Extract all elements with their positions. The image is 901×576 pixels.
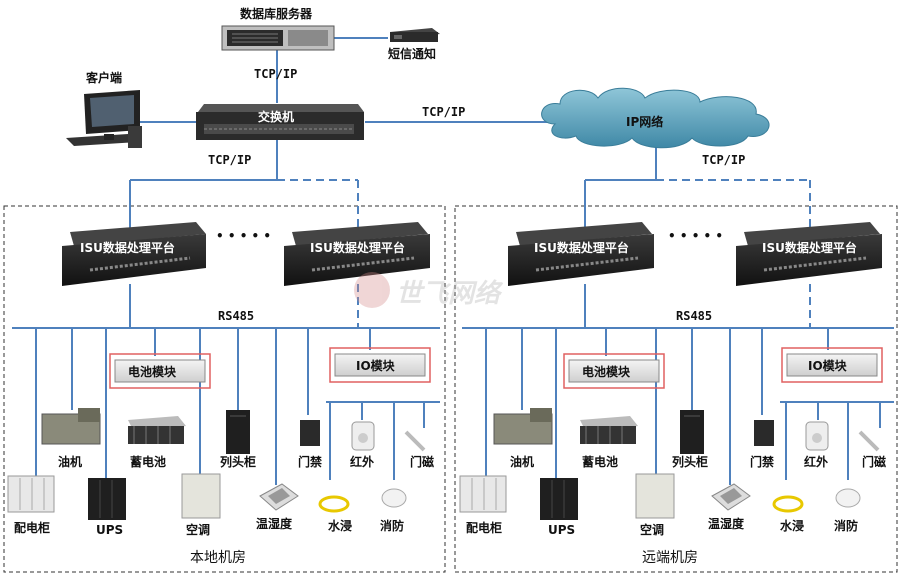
rs485-label-local: RS485 xyxy=(218,309,254,323)
battery-module-icon-remote xyxy=(568,359,660,383)
svg-text:世飞网络: 世飞网络 xyxy=(396,279,504,309)
access-control-icon-local xyxy=(300,420,320,446)
remote-room-frame xyxy=(454,205,898,573)
ellipsis-local: • • • • • xyxy=(216,229,271,243)
distribution-cabinet-icon-remote xyxy=(459,475,507,513)
temp-humidity-icon-local xyxy=(259,483,299,511)
water-label-local: 水浸 xyxy=(328,518,352,533)
door-sensor-label-local: 门磁 xyxy=(410,454,434,469)
storage-battery-label-remote: 蓄电池 xyxy=(582,454,618,469)
temp-humidity-icon-remote xyxy=(711,483,751,511)
access-label-local: 门禁 xyxy=(298,454,322,469)
switch-icon xyxy=(196,104,364,140)
tcpip-label-2: TCP/IP xyxy=(422,105,465,119)
rack-label-local: 列头柜 xyxy=(220,454,256,469)
db-server-icon xyxy=(221,25,335,51)
client-label: 客户端 xyxy=(85,70,122,85)
ellipsis-remote: • • • • • xyxy=(668,229,723,243)
storage-battery-label-local: 蓄电池 xyxy=(130,454,166,469)
oil-label-local: 油机 xyxy=(58,454,82,469)
ups-icon-local xyxy=(88,478,126,520)
temp-humidity-label-local: 温湿度 xyxy=(256,516,293,531)
ip-network-label: IP网络 xyxy=(626,114,663,129)
isu-label-local-1: ISU数据处理平台 xyxy=(80,240,175,255)
tcpip-label-1: TCP/IP xyxy=(254,67,297,81)
battery-module-label-local: 电池模块 xyxy=(128,364,177,379)
infrared-sensor-icon-local xyxy=(351,421,375,451)
battery-module-icon-local xyxy=(114,359,206,383)
storage-battery-icon-local xyxy=(128,416,186,444)
infrared-sensor-icon-remote xyxy=(805,421,829,451)
local-room-label: 本地机房 xyxy=(190,550,246,566)
ac-label-remote: 空调 xyxy=(640,522,664,537)
rs485-bus-remote xyxy=(462,284,894,485)
io-module-icon-remote xyxy=(786,353,878,377)
temp-humidity-label-remote: 温湿度 xyxy=(708,516,745,531)
isu-unit-local-1 xyxy=(62,222,206,286)
infrared-label-remote: 红外 xyxy=(804,454,828,469)
oil-generator-icon-remote xyxy=(493,408,553,445)
distribution-label-remote: 配电柜 xyxy=(466,520,502,535)
top-links xyxy=(129,37,657,228)
infrared-label-local: 红外 xyxy=(350,454,374,469)
fire-label-remote: 消防 xyxy=(834,518,858,533)
water-sensor-icon-local xyxy=(318,495,350,513)
ip-cloud-icon xyxy=(541,87,770,149)
isu-unit-remote-1 xyxy=(508,222,654,286)
switch-label: 交换机 xyxy=(258,109,294,124)
air-conditioner-icon-remote xyxy=(635,473,675,519)
battery-module-frame-remote xyxy=(563,353,665,389)
ac-label-local: 空调 xyxy=(186,522,210,537)
sms-label: 短信通知 xyxy=(388,46,436,61)
isu-label-remote-1: ISU数据处理平台 xyxy=(534,240,629,255)
io-module-icon-local xyxy=(334,353,426,377)
io-module-label-local: IO模块 xyxy=(356,358,396,373)
io-module-frame-remote xyxy=(781,347,883,383)
isu-unit-local-2 xyxy=(284,222,430,286)
storage-battery-icon-remote xyxy=(580,416,638,444)
sms-device-icon xyxy=(390,28,440,42)
isu-unit-remote-2 xyxy=(736,222,882,286)
fire-detector-icon-remote xyxy=(835,488,861,508)
local-room-frame xyxy=(3,205,446,573)
rack-cabinet-icon-remote xyxy=(680,410,704,454)
ups-label-remote: UPS xyxy=(548,523,575,537)
rs485-label-remote: RS485 xyxy=(676,309,712,323)
water-sensor-icon-remote xyxy=(772,495,804,513)
client-pc-icon xyxy=(66,90,142,148)
tcpip-label-4: TCP/IP xyxy=(702,153,745,167)
oil-generator-icon-local xyxy=(41,408,101,445)
watermark-logo: 世飞网络 xyxy=(354,272,504,309)
rack-label-remote: 列头柜 xyxy=(672,454,708,469)
io-module-label-remote: IO模块 xyxy=(808,358,848,373)
door-sensor-icon-local xyxy=(404,430,426,452)
water-label-remote: 水浸 xyxy=(780,518,804,533)
remote-room-label: 远端机房 xyxy=(642,550,698,566)
isu-label-remote-2: ISU数据处理平台 xyxy=(762,240,857,255)
access-control-icon-remote xyxy=(754,420,774,446)
fire-label-local: 消防 xyxy=(380,518,404,533)
access-label-remote: 门禁 xyxy=(750,454,774,469)
door-sensor-icon-remote xyxy=(858,430,880,452)
fire-detector-icon-local xyxy=(381,488,407,508)
rack-cabinet-icon-local xyxy=(226,410,250,454)
ups-label-local: UPS xyxy=(96,523,123,537)
io-module-frame-local xyxy=(329,347,431,383)
tcpip-label-3: TCP/IP xyxy=(208,153,251,167)
oil-label-remote: 油机 xyxy=(510,454,534,469)
db-server-label: 数据库服务器 xyxy=(240,6,313,21)
isu-label-local-2: ISU数据处理平台 xyxy=(310,240,405,255)
distribution-label-local: 配电柜 xyxy=(14,520,50,535)
battery-module-frame-local xyxy=(109,353,211,389)
distribution-cabinet-icon-local xyxy=(7,475,55,513)
door-sensor-label-remote: 门磁 xyxy=(862,454,886,469)
battery-module-label-remote: 电池模块 xyxy=(582,364,631,379)
ups-icon-remote xyxy=(540,478,578,520)
top-dashed-links xyxy=(277,179,811,228)
air-conditioner-icon-local xyxy=(181,473,221,519)
